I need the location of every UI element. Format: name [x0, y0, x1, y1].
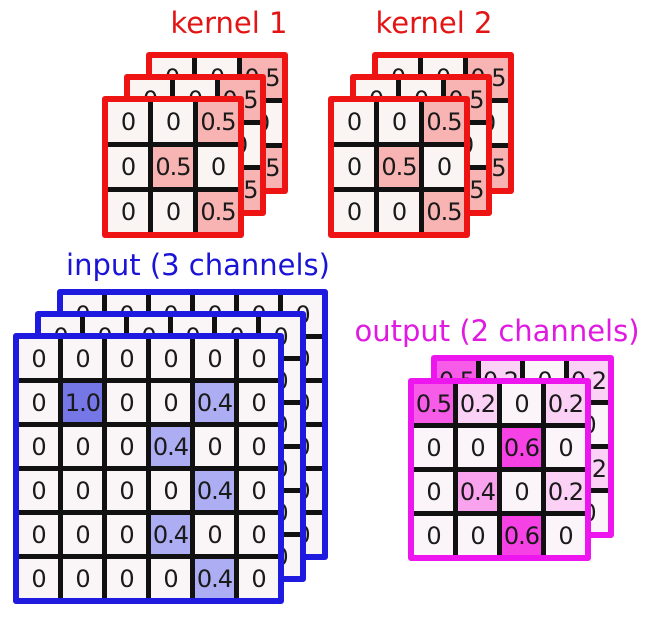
input-cell: 0: [107, 559, 146, 598]
output-cell: 0: [502, 384, 541, 423]
output-cell: 0: [458, 428, 497, 467]
output-cell: 0: [414, 428, 453, 467]
input-cell: 0: [239, 515, 278, 554]
input-cell: 0: [107, 427, 146, 466]
kernel2-stack: 000.500.50000.5000.500.50000.5000.500.50…: [328, 52, 514, 238]
kernel2-label: kernel 2: [375, 6, 493, 40]
output-cell: 0.4: [458, 472, 497, 511]
input-cell: 0: [19, 339, 58, 378]
output-cell: 0.2: [546, 472, 585, 511]
output-cell: 0.6: [502, 516, 541, 555]
input-cell: 0.4: [151, 515, 190, 554]
output-cell: 0: [414, 516, 453, 555]
input-cell: 0: [19, 471, 58, 510]
input-cell: 0: [63, 471, 102, 510]
input-cell: 0: [107, 471, 146, 510]
input-cell: 0: [107, 339, 146, 378]
kernel2-cell: 0: [334, 147, 374, 187]
input-label: input (3 channels): [66, 248, 330, 282]
input-cell: 0: [151, 559, 190, 598]
input-cell: 0: [151, 339, 190, 378]
output-cell: 0.6: [502, 428, 541, 467]
output-cell: 0: [546, 516, 585, 555]
output-cell: 0.5: [414, 384, 453, 423]
kernel1-stack: 000.500.50000.5000.500.50000.5000.500.50…: [102, 52, 288, 238]
input-cell: 0: [19, 427, 58, 466]
kernel1-cell: 0: [153, 192, 193, 232]
kernel1-cell: 0: [108, 192, 148, 232]
kernel1-cell: 0.5: [198, 102, 238, 142]
input-cell: 0: [195, 427, 234, 466]
input-cell: 0.4: [151, 427, 190, 466]
input-cell: 0: [63, 339, 102, 378]
kernel2-cell: 0.5: [424, 102, 464, 142]
output-cell: 0: [546, 428, 585, 467]
kernel2-cell: 0: [424, 147, 464, 187]
kernel1-cell: 0: [198, 147, 238, 187]
input-cell: 0: [19, 559, 58, 598]
input-cell: 0: [19, 515, 58, 554]
kernel1-label: kernel 1: [170, 6, 288, 40]
input-cell: 0: [63, 427, 102, 466]
kernel1-cell: 0: [108, 102, 148, 142]
input-cell: 0: [195, 515, 234, 554]
kernel1-cell: 0.5: [153, 147, 193, 187]
output-cell: 0: [458, 516, 497, 555]
kernel1-cell: 0: [153, 102, 193, 142]
kernel2-cell: 0: [379, 192, 419, 232]
kernel1-cell: 0: [108, 147, 148, 187]
input-cell: 0: [107, 383, 146, 422]
input-cell: 0: [239, 427, 278, 466]
input-cell: 0: [107, 515, 146, 554]
kernel2-cell: 0: [334, 102, 374, 142]
kernel2-cell: 0.5: [424, 192, 464, 232]
input-cell: 0: [239, 339, 278, 378]
input-cell: 0.4: [195, 383, 234, 422]
kernel2-cell: 0: [334, 192, 374, 232]
input-cell: 0: [239, 383, 278, 422]
input-cell: 0.4: [195, 559, 234, 598]
output-cell: 0.2: [546, 384, 585, 423]
kernel2-cell: 0.5: [379, 147, 419, 187]
input-cell: 0: [19, 383, 58, 422]
input-cell: 0: [239, 471, 278, 510]
input-cell: 0.4: [195, 471, 234, 510]
input-cell: 0: [63, 559, 102, 598]
kernel1-cell: 0.5: [198, 192, 238, 232]
output-cell: 0: [502, 472, 541, 511]
output-stack: 0.50.200.2000.6000.400.2000.600.50.200.2…: [408, 355, 614, 561]
input-cell: 1.0: [63, 383, 102, 422]
kernel2-cell: 0: [379, 102, 419, 142]
input-cell: 0: [195, 339, 234, 378]
output-label: output (2 channels): [354, 314, 640, 348]
input-cell: 0: [151, 383, 190, 422]
output-cell: 0.2: [458, 384, 497, 423]
input-cell: 0: [63, 515, 102, 554]
input-cell: 0: [151, 471, 190, 510]
output-cell: 0: [414, 472, 453, 511]
input-cell: 0: [239, 559, 278, 598]
